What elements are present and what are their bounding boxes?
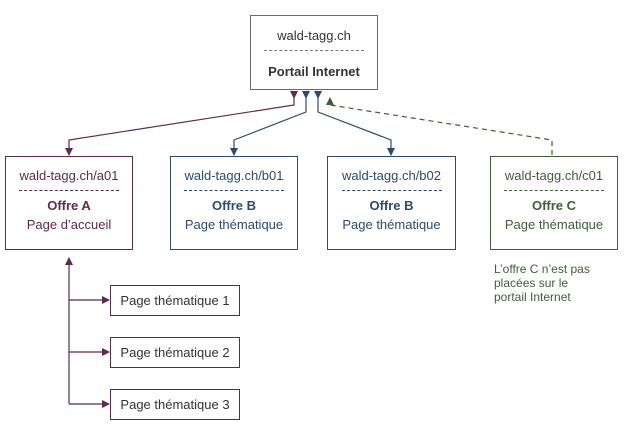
- node-a01-name: Offre A: [47, 198, 91, 213]
- node-portal-name: Portail Internet: [268, 64, 360, 79]
- subpage-3: Page thématique 3: [110, 389, 240, 420]
- node-a01-url: wald-tagg.ch/a01: [19, 168, 119, 183]
- node-c01-url: wald-tagg.ch/c01: [504, 168, 604, 183]
- offer-c-note-line: L’offre C n’est pas: [494, 262, 590, 276]
- link-portal-a01: [65, 91, 298, 156]
- offer-c-note-line: placées sur le: [494, 276, 569, 290]
- node-b01-url: wald-tagg.ch/b01: [184, 168, 284, 183]
- node-portal: wald-tagg.ch Portail Internet: [250, 15, 378, 90]
- node-b02-name: Offre B: [369, 198, 414, 213]
- node-a01-kind: Page d’accueil: [26, 217, 112, 232]
- divider: [341, 190, 442, 191]
- node-b01-name: Offre B: [211, 198, 257, 213]
- node-a01: wald-tagg.ch/a01 Offre A Page d’accueil: [5, 156, 133, 250]
- divider: [504, 190, 604, 191]
- node-c01-kind: Page thématique: [504, 217, 604, 232]
- link-portal-b01: [230, 91, 310, 156]
- offer-c-note-line: portail Internet: [494, 290, 571, 304]
- node-portal-url: wald-tagg.ch: [277, 28, 351, 43]
- node-b01: wald-tagg.ch/b01 Offre B Page thématique: [170, 156, 298, 250]
- node-b01-kind: Page thématique: [184, 217, 284, 232]
- divider: [184, 190, 284, 191]
- subpage-1: Page thématique 1: [110, 285, 240, 316]
- node-b02-url: wald-tagg.ch/b02: [341, 168, 441, 183]
- node-c01-name: Offre C: [531, 198, 577, 213]
- offer-c-note: L’offre C n’est pas placées sur le porta…: [494, 262, 622, 304]
- divider: [19, 190, 119, 191]
- divider: [264, 50, 364, 51]
- node-c01: wald-tagg.ch/c01 Offre C Page thématique: [490, 156, 618, 250]
- node-b02-kind: Page thématique: [342, 217, 441, 232]
- link-portal-b02: [314, 91, 395, 156]
- link-c01-portal: [326, 97, 553, 155]
- node-b02: wald-tagg.ch/b02 Offre B Page thématique: [327, 156, 456, 250]
- subpage-2: Page thématique 2: [110, 337, 240, 368]
